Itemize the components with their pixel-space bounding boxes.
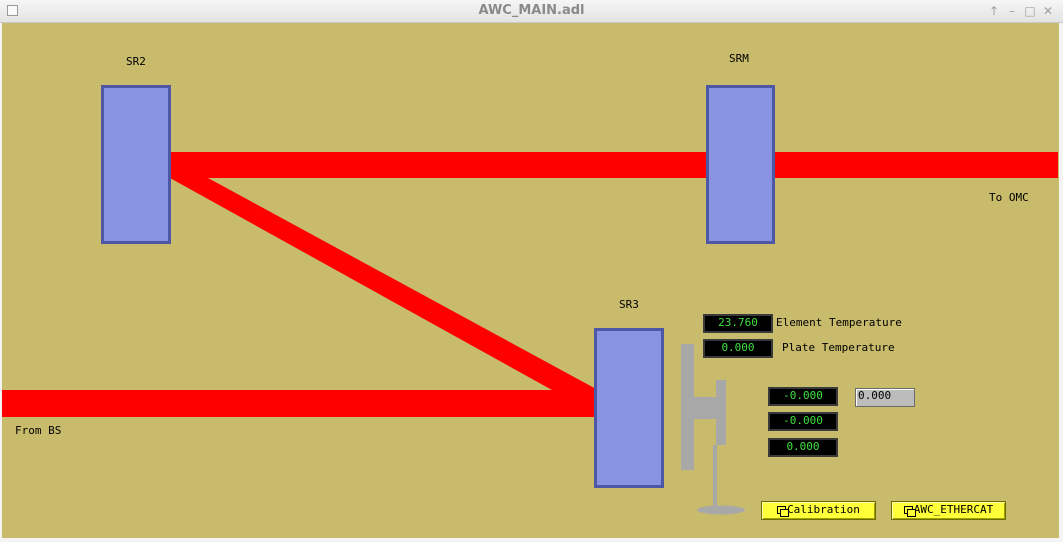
sr2-optic — [101, 85, 171, 244]
beam-sr3-sr2 — [170, 152, 598, 417]
maximize-icon[interactable]: □ — [1024, 4, 1036, 18]
window-menu-icon[interactable] — [7, 5, 18, 16]
title-bar[interactable]: AWC_MAIN.adl ↑ – □ ✕ — [0, 0, 1063, 23]
plate-temperature-readout: 0.000 — [703, 339, 773, 358]
minimize-icon[interactable]: – — [1009, 4, 1015, 18]
related-display-icon — [777, 506, 790, 517]
shade-icon[interactable]: ↑ — [988, 4, 1000, 18]
element-temperature-label: Element Temperature — [776, 316, 902, 329]
to-omc-label: To OMC — [989, 191, 1029, 204]
element-temperature-readout: 23.760 — [703, 314, 773, 333]
close-icon[interactable]: ✕ — [1042, 4, 1054, 18]
heater-readout-2: -0.000 — [768, 412, 838, 431]
heater-readout-3: 0.000 — [768, 438, 838, 457]
beam-from-bs — [2, 390, 598, 417]
awc-ethercat-button-label: AWC_ETHERCAT — [913, 503, 994, 516]
sr3-label: SR3 — [619, 298, 639, 311]
calibration-button[interactable]: Calibration — [761, 501, 876, 520]
medm-canvas: SR2 SRM SR3 To OMC From BS 23.760 Elemen… — [2, 23, 1059, 538]
heater-stand-icon — [681, 344, 745, 515]
heater-readout-1: -0.000 — [768, 387, 838, 406]
srm-label: SRM — [729, 52, 749, 65]
calibration-button-label: Calibration — [787, 503, 860, 516]
window-title: AWC_MAIN.adl — [478, 3, 585, 18]
beam-sr2-srm — [170, 152, 1058, 178]
related-display-icon — [903, 506, 916, 517]
from-bs-label: From BS — [15, 424, 62, 437]
sr2-label: SR2 — [126, 55, 146, 68]
srm-optic — [706, 85, 775, 244]
awc-ethercat-button[interactable]: AWC_ETHERCAT — [891, 501, 1006, 520]
beam-diagram — [2, 152, 1058, 515]
plate-temperature-label: Plate Temperature — [782, 341, 895, 354]
sr3-optic — [594, 328, 664, 488]
setpoint-input[interactable]: 0.000 — [855, 388, 915, 407]
